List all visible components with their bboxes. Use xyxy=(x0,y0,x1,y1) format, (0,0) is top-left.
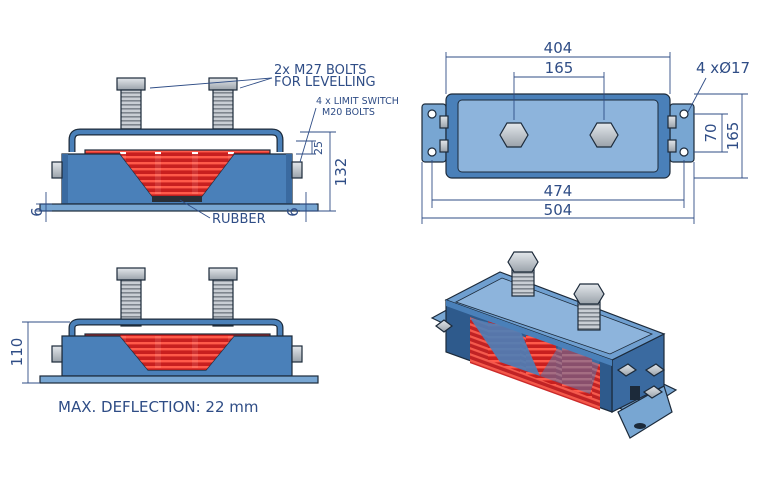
dim-side-offset: 25 xyxy=(312,141,325,155)
dim-total-height-top: 165 xyxy=(724,122,742,151)
note-rubber: RUBBER xyxy=(212,212,266,227)
top-view-annotations: 404 165 4 xØ17 70 165 474 504 xyxy=(421,39,750,224)
dim-hole-spacing-v: 70 xyxy=(702,123,720,142)
levelling-bolt-right xyxy=(208,77,238,131)
dim-hole-spec: 4 xØ17 xyxy=(696,59,750,77)
top-view xyxy=(421,93,695,179)
max-deflection-caption: MAX. DEFLECTION: 22 mm xyxy=(58,398,259,416)
dim-base-left: 6 xyxy=(28,207,46,217)
compressed-annotations: 110 MAX. DEFLECTION: 22 mm xyxy=(8,321,259,416)
note-limit-switch-2: M20 BOLTS xyxy=(322,107,375,118)
levelling-bolt-right-compressed xyxy=(208,267,238,327)
dim-side-height: 132 xyxy=(332,158,350,187)
note-limit-switch-1: 4 x LIMIT SWITCH xyxy=(316,96,399,107)
dim-base-right: 6 xyxy=(284,207,302,217)
side-view-loaded xyxy=(39,77,319,212)
dim-bolt-spacing: 165 xyxy=(545,59,574,77)
levelling-bolt-left-compressed xyxy=(116,267,146,327)
note-levelling-bolts-2: FOR LEVELLING xyxy=(274,75,376,90)
dim-compressed-height: 110 xyxy=(8,338,26,367)
dim-hole-span: 474 xyxy=(544,182,573,200)
dim-top-width: 404 xyxy=(544,39,573,57)
side-view-compressed xyxy=(39,267,319,384)
side-view-annotations: 2x M27 BOLTS FOR LEVELLING 4 x LIMIT SWI… xyxy=(28,63,399,227)
levelling-bolt-left xyxy=(116,77,146,131)
dim-total-length: 504 xyxy=(544,201,573,219)
note-levelling-bolts-1: 2x M27 BOLTS xyxy=(274,63,367,78)
isometric-view xyxy=(430,251,678,439)
